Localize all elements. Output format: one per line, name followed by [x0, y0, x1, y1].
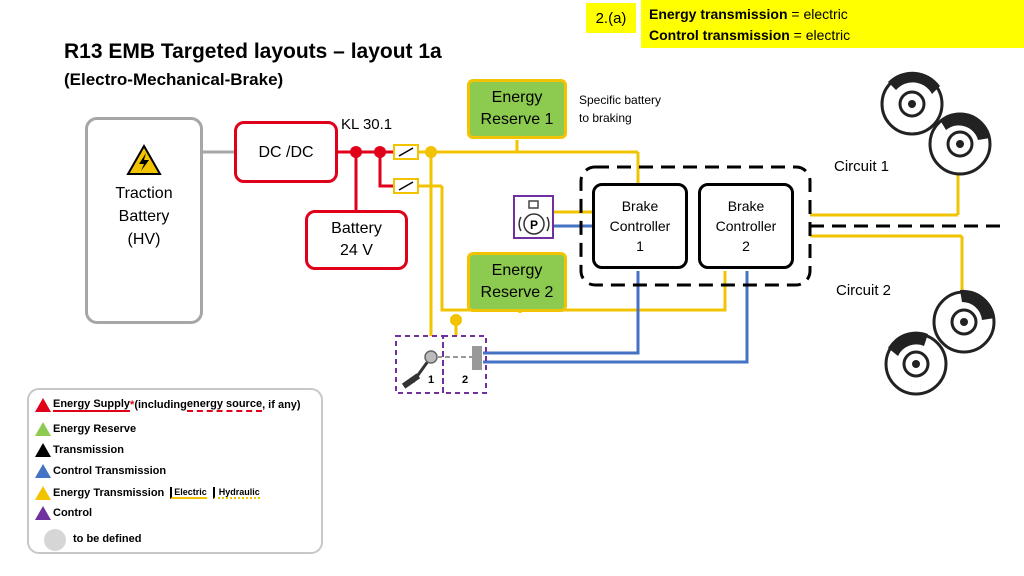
brake-controller-1: Brake Controller 1 [592, 183, 688, 269]
supply-nodes [350, 146, 386, 158]
energy-reserve-triangle-icon [35, 422, 51, 436]
brake-controller-2: Brake Controller 2 [698, 183, 794, 269]
legend-transmission: Transmission [35, 443, 124, 457]
control-triangle-icon [35, 506, 51, 520]
legend-energy-supply: Energy Supply * (including energy source… [35, 398, 301, 412]
transmission-triangle-icon [35, 443, 51, 457]
brake-disc-icon-rear-right [932, 289, 996, 354]
energy-reserve-2: Energy Reserve 2 [467, 252, 567, 312]
brake-disc-icon-rear-left [884, 331, 948, 396]
legend-control: Control [35, 506, 92, 520]
parking-brake-icon: P [513, 195, 554, 239]
energy-transmission-triangle-icon [35, 486, 51, 500]
legend-control-transmission: Control Transmission [35, 464, 166, 478]
legend-energy-transmission: Energy Transmission Electric Hydraulic [35, 486, 260, 500]
control-lines [483, 224, 749, 364]
kl-30-1-label: KL 30.1 [341, 116, 393, 133]
dc-dc-converter: DC /DC [234, 121, 338, 183]
pedal-label-1: 1 [428, 374, 434, 386]
circuit-2-label: Circuit 2 [836, 282, 892, 299]
legend-tbd: to be defined [73, 533, 142, 545]
brake-disc-icon-front-right [928, 112, 992, 176]
slide-tag: 2.(a) [586, 3, 636, 33]
pedal-box-2 [442, 335, 487, 394]
page-title: R13 EMB Targeted layouts – layout 1a [64, 40, 442, 63]
energy-lines [418, 128, 964, 336]
supply-lines [338, 150, 394, 210]
page-subtitle: (Electro-Mechanical-Brake) [64, 70, 284, 89]
traction-battery-label: Traction Battery (HV) [115, 185, 173, 248]
legend: Energy Supply * (including energy source… [27, 388, 323, 554]
to-be-defined-dot [44, 529, 66, 551]
legend-energy-reserve: Energy Reserve [35, 422, 136, 436]
specific-battery-note: Specific battery to braking [579, 93, 662, 125]
transmission-info-box: Energy transmission = electric Control t… [641, 0, 1024, 48]
battery-24v: Battery 24 V [305, 210, 408, 270]
pedal-label-2: 2 [462, 374, 468, 386]
info-control: Control transmission = electric [649, 27, 851, 43]
energy-reserve-1: Energy Reserve 1 [467, 79, 567, 139]
fuse-2 [393, 178, 419, 194]
info-energy: Energy transmission = electric [649, 6, 848, 22]
high-voltage-warning-icon [126, 144, 162, 175]
energy-supply-triangle-icon [35, 398, 51, 412]
energy-nodes [425, 146, 462, 326]
fuse-1 [393, 144, 419, 160]
pedal-sensor [472, 346, 482, 370]
circuit-1-label: Circuit 1 [834, 158, 890, 175]
brake-disc-icon-front-left [880, 71, 944, 136]
control-transmission-triangle-icon [35, 464, 51, 478]
parking-symbol: P [530, 218, 538, 232]
traction-battery: Traction Battery (HV) [85, 117, 203, 324]
